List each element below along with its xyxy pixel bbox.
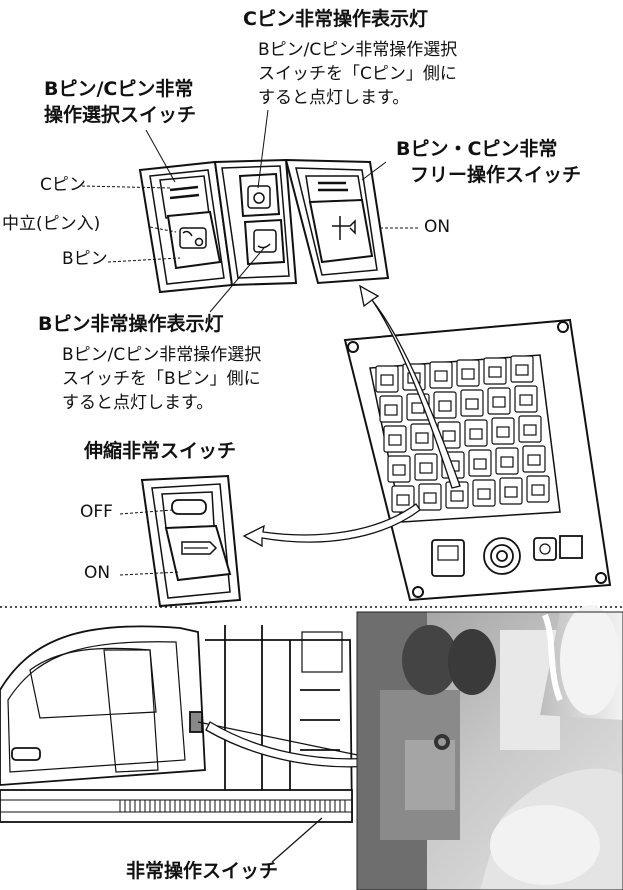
select-switch-title-1: Bピン/Cピン非常	[44, 78, 194, 100]
c-pin-lamp	[238, 172, 281, 218]
free-switch-on: ON	[424, 217, 451, 237]
panel-switch	[495, 447, 519, 475]
panel-switch-symbol	[473, 458, 487, 470]
panel-switch-symbol	[434, 370, 448, 382]
free-switch-title-1: Bピン・Cピン非常	[396, 138, 558, 160]
panel-switch	[514, 385, 538, 413]
panel-switch	[418, 483, 442, 511]
panel-switch-symbol	[388, 434, 402, 446]
panel-switch-grid	[375, 355, 550, 513]
panel-switch-symbol	[465, 398, 479, 410]
panel-switch	[499, 477, 523, 505]
emergency-switch-leader	[197, 721, 373, 863]
panel-switch	[383, 425, 407, 453]
b-pin-lamp	[243, 218, 286, 266]
panel-switch-symbol	[461, 368, 475, 380]
telescopic-on: ON	[84, 563, 111, 583]
panel-switch-symbol	[519, 394, 533, 406]
panel-switch	[387, 455, 411, 483]
c-pin-lamp-desc-2: スイッチを「Cピン」側に	[258, 64, 457, 84]
panel-switch	[410, 423, 434, 451]
free-switch-title-2: フリー操作スイッチ	[410, 164, 582, 186]
position-b-pin: Bピン	[62, 249, 108, 269]
panel-switch-symbol	[527, 454, 541, 466]
panel-bottom-controls	[431, 535, 583, 577]
select-switch-title-2: 操作選択スイッチ	[44, 104, 197, 126]
photo-engine-bay	[356, 605, 623, 890]
c-pin-lamp-desc-3: すると点灯します。	[258, 88, 410, 108]
panel-switch-symbol	[492, 396, 506, 408]
c-pin-lamp-desc-1: Bピン/Cピン非常操作選択	[258, 40, 458, 60]
b-pin-lamp-desc-1: Bピン/Cピン非常操作選択	[62, 345, 262, 365]
panel-switch-symbol	[384, 404, 398, 416]
switch-cluster	[138, 158, 390, 294]
panel-switch-symbol	[415, 432, 429, 444]
panel-switch-symbol	[477, 488, 491, 500]
panel-switch-symbol	[396, 494, 410, 506]
panel-switch-symbol	[500, 456, 514, 468]
b-pin-lamp-desc-3: すると点灯します。	[62, 393, 214, 413]
emergency-switch-label: 非常操作スイッチ	[126, 860, 279, 882]
position-c-pin: Cピン	[40, 175, 86, 195]
c-pin-lamp-title: Cピン非常操作表示灯	[243, 8, 428, 30]
leader-lines-top	[81, 109, 420, 313]
panel-switch	[460, 389, 484, 417]
panel-switch	[510, 355, 534, 383]
panel-switch-symbol	[423, 492, 437, 504]
panel-switch	[468, 449, 492, 477]
crawler-tread	[119, 800, 346, 812]
leader-lines-tele	[119, 509, 181, 576]
select-switch	[159, 175, 222, 270]
panel-switch	[491, 417, 515, 445]
free-switch	[305, 175, 374, 264]
panel-switch-symbol	[442, 430, 456, 442]
panel-switch-symbol	[531, 484, 545, 496]
panel-switch-symbol	[392, 464, 406, 476]
panel-switch-symbol	[515, 364, 529, 376]
panel-switch	[464, 419, 488, 447]
panel-switch	[414, 453, 438, 481]
b-pin-lamp-title: Bピン非常操作表示灯	[38, 313, 224, 335]
panel-switch	[522, 445, 546, 473]
panel-switch-symbol	[419, 462, 433, 474]
panel-switch-symbol	[504, 486, 518, 498]
panel-switch	[487, 387, 511, 415]
panel-switch	[433, 391, 457, 419]
arrow-to-free-switch	[359, 284, 461, 489]
panel-switch-symbol	[380, 374, 394, 386]
panel-switch-symbol	[496, 426, 510, 438]
panel-switch	[472, 479, 496, 507]
panel-switch-symbol	[523, 424, 537, 436]
panel-switch	[379, 395, 403, 423]
panel-switch	[375, 365, 399, 393]
panel-switch	[429, 361, 453, 389]
panel-switch-symbol	[450, 490, 464, 502]
arrow-to-telescopic-switch	[242, 503, 421, 548]
telescopic-switch-title: 伸縮非常スイッチ	[84, 440, 237, 462]
position-neutral: 中立(ピン入)	[2, 214, 101, 234]
panel-switch-symbol	[438, 400, 452, 412]
panel-switch	[483, 357, 507, 385]
telescopic-off: OFF	[80, 502, 113, 522]
panel-switch	[526, 475, 550, 503]
telescopic-switch	[140, 474, 242, 608]
panel-switch	[518, 415, 542, 443]
panel-switch	[456, 359, 480, 387]
panel-switch-symbol	[488, 366, 502, 378]
b-pin-lamp-desc-2: スイッチを「Bピン」側に	[62, 369, 261, 389]
crane-cab-drawing	[0, 625, 353, 823]
panel-switch-symbol	[469, 428, 483, 440]
